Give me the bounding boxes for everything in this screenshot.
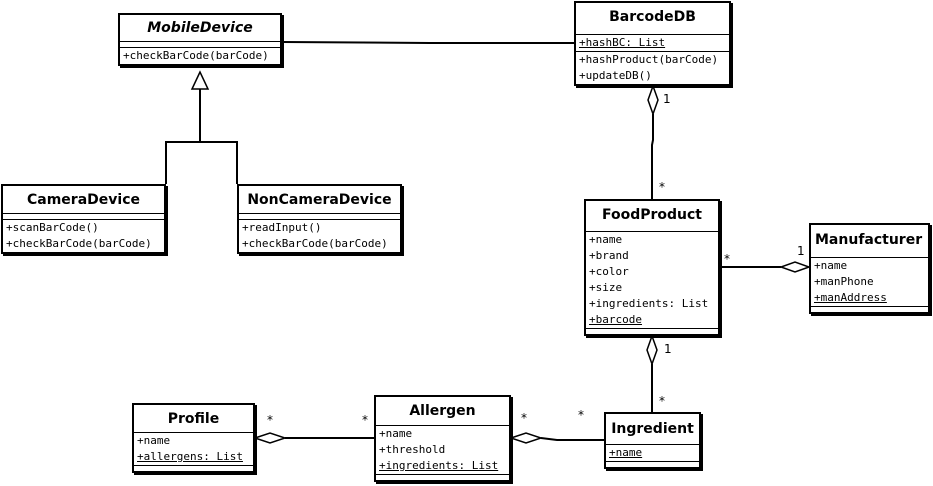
class-name: BarcodeDB [576, 3, 729, 35]
attributes-compartment [239, 214, 400, 220]
attribute: +ingredients: List [379, 459, 499, 472]
aggregation-diamond-manufacturer [778, 261, 812, 273]
class-mobile-device: MobileDevice +checkBarCode(barCode) [118, 13, 282, 66]
class-non-camera-device: NonCameraDevice +readInput() +checkBarCo… [237, 184, 402, 254]
association-mobiledevice-barcodedb [282, 41, 575, 44]
methods-compartment [376, 475, 509, 480]
class-manufacturer: Manufacturer +name +manPhone +manAddress [809, 223, 930, 314]
aggregation-diamond-allergen [508, 432, 544, 444]
class-name: Profile [134, 405, 253, 433]
attribute: +allergens: List [137, 450, 243, 463]
methods-compartment [606, 462, 699, 467]
methods-compartment [811, 307, 928, 312]
aggregation-diamond-profile [252, 432, 288, 444]
class-ingredient: Ingredient +name [604, 412, 701, 469]
attribute: +manPhone [814, 275, 874, 288]
class-name: NonCameraDevice [239, 186, 400, 214]
aggregation-diamond-foodproduct [646, 333, 658, 367]
multiplicity-label: * [267, 413, 273, 427]
methods-compartment: +readInput() +checkBarCode(barCode) [239, 220, 400, 252]
method: +hashProduct(barCode) [579, 53, 719, 66]
multiplicity-label: 1 [664, 342, 672, 356]
methods-compartment: +scanBarCode() +checkBarCode(barCode) [3, 220, 164, 252]
attributes-compartment [120, 42, 280, 48]
attribute: +name [814, 259, 848, 272]
attribute: +name [589, 233, 623, 246]
class-name: FoodProduct [586, 201, 718, 232]
attribute: +name [137, 434, 171, 447]
attributes-compartment: +name +brand +color +size +ingredients: … [586, 232, 718, 329]
method: +scanBarCode() [6, 221, 99, 234]
method: +checkBarCode(barCode) [123, 49, 269, 62]
multiplicity-label: * [659, 394, 665, 408]
multiplicity-label: 1 [663, 92, 671, 106]
multiplicity-label: * [521, 411, 527, 425]
multiplicity-label: * [362, 413, 368, 427]
methods-compartment [586, 329, 718, 334]
multiplicity-label: * [578, 408, 584, 422]
methods-compartment [134, 466, 253, 471]
class-name: MobileDevice [120, 15, 280, 42]
attributes-compartment: +name [606, 445, 699, 462]
attribute: +size [589, 281, 623, 294]
generalization-arrowhead [190, 70, 210, 90]
attributes-compartment [3, 214, 164, 220]
aggregation-diamond-barcodedb [647, 83, 659, 117]
method: +checkBarCode(barCode) [6, 237, 152, 250]
method: +checkBarCode(barCode) [242, 237, 388, 250]
attribute: +color [589, 265, 629, 278]
attribute: +threshold [379, 443, 446, 456]
class-food-product: FoodProduct +name +brand +color +size +i… [584, 199, 720, 336]
aggregation-allergen-ingredient [540, 437, 605, 441]
method: +readInput() [242, 221, 322, 234]
class-camera-device: CameraDevice +scanBarCode() +checkBarCod… [1, 184, 166, 254]
method: +updateDB() [579, 69, 652, 82]
attributes-compartment: +name +allergens: List [134, 433, 253, 466]
multiplicity-label: * [724, 252, 730, 266]
attribute: +manAddress [814, 291, 887, 304]
class-profile: Profile +name +allergens: List [132, 403, 255, 473]
attributes-compartment: +name +threshold +ingredients: List [376, 426, 509, 475]
attribute: +barcode [589, 313, 642, 326]
attribute: +brand [589, 249, 629, 262]
class-barcodedb: BarcodeDB +hashBC: List +hashProduct(bar… [574, 1, 731, 86]
class-name: Manufacturer [811, 225, 928, 258]
class-name: Ingredient [606, 414, 699, 445]
attribute: +ingredients: List [589, 297, 709, 310]
aggregation-barcodedb-foodproduct [651, 114, 654, 199]
class-name: CameraDevice [3, 186, 164, 214]
multiplicity-label: * [659, 180, 665, 194]
attributes-compartment: +name +manPhone +manAddress [811, 258, 928, 307]
class-allergen: Allergen +name +threshold +ingredients: … [374, 395, 511, 482]
class-name: Allergen [376, 397, 509, 426]
attributes-compartment: +hashBC: List [576, 35, 729, 52]
attribute: +hashBC: List [579, 36, 666, 49]
attribute: +name [609, 446, 643, 459]
multiplicity-label: 1 [797, 244, 805, 258]
methods-compartment: +hashProduct(barCode) +updateDB() [576, 52, 729, 84]
generalization-branch [165, 141, 238, 184]
attribute: +name [379, 427, 413, 440]
methods-compartment: +checkBarCode(barCode) [120, 48, 280, 64]
